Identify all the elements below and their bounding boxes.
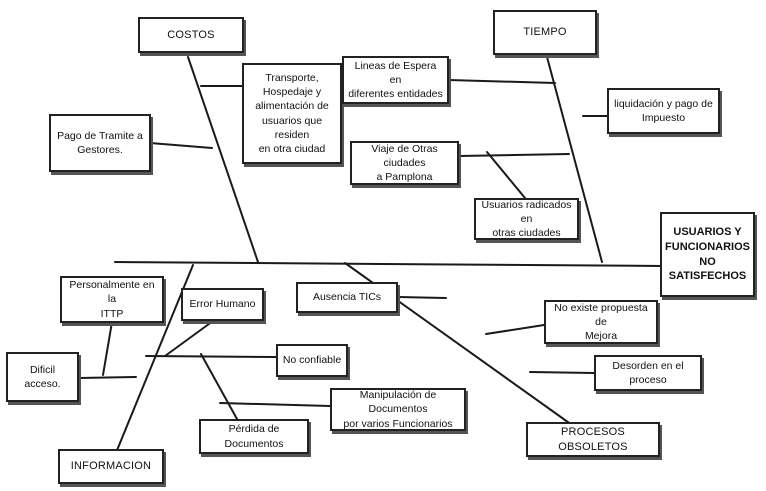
cause-usuarios-radicados: Usuarios radicados en otras ciudades — [474, 198, 579, 240]
branch-viaje — [458, 153, 570, 157]
branch-error-humano — [164, 320, 214, 357]
category-procesos-obsoletos: PROCESOS OBSOLETOS — [526, 422, 660, 457]
cause-error-humano: Error Humano — [181, 288, 264, 321]
branch-dificil-acceso — [78, 376, 137, 379]
bone-informacion — [112, 264, 194, 461]
category-tiempo: TIEMPO — [493, 10, 597, 55]
cause-perdida: Pérdida de Documentos — [199, 419, 309, 454]
cause-personalmente: Personalmente en la ITTP — [60, 276, 164, 323]
branch-desorden — [529, 371, 595, 374]
cause-ausencia-tics: Ausencia TICs — [296, 282, 398, 313]
category-costos: COSTOS — [138, 17, 244, 53]
branch-manipulacion — [219, 402, 331, 407]
branch-no-propuesta — [485, 324, 545, 335]
cause-transporte: Transporte, Hospedaje y alimentación de … — [242, 63, 342, 164]
branch-pago-tramite — [149, 142, 213, 149]
branch-lineas-espera — [448, 79, 556, 84]
cause-pago-tramite: Pago de Tramite a Gestores. — [49, 114, 151, 172]
bone-costos — [187, 56, 259, 263]
cause-no-propuesta: No existe propuesta de Mejora — [544, 300, 658, 344]
cause-manipulacion: Manipulación de Documentos por varios Fu… — [330, 388, 466, 431]
effect-box: USUARIOS Y FUNCIONARIOS NO SATISFECHOS — [660, 212, 755, 297]
cause-no-confiable: No confiable — [276, 344, 348, 377]
branch-ausencia-tics — [397, 296, 447, 299]
cause-liquidacion: liquidación y pago de Impuesto — [607, 88, 720, 134]
category-informacion: INFORMACION — [58, 449, 164, 484]
bone-tiempo — [546, 56, 603, 263]
cause-viaje: Viaje de Otras ciudades a Pamplona — [350, 141, 459, 185]
cause-desorden: Desorden en el proceso — [594, 355, 702, 391]
cause-lineas-espera: Lineas de Espera en diferentes entidades — [342, 56, 449, 104]
cause-dificil-acceso: Dificil acceso. — [6, 352, 79, 402]
branch-personalmente — [102, 321, 113, 376]
main-spine — [114, 261, 663, 267]
branch-informacion-sub — [145, 355, 277, 358]
branch-perdida — [200, 353, 238, 420]
branch-usuarios-radicados — [486, 151, 526, 199]
